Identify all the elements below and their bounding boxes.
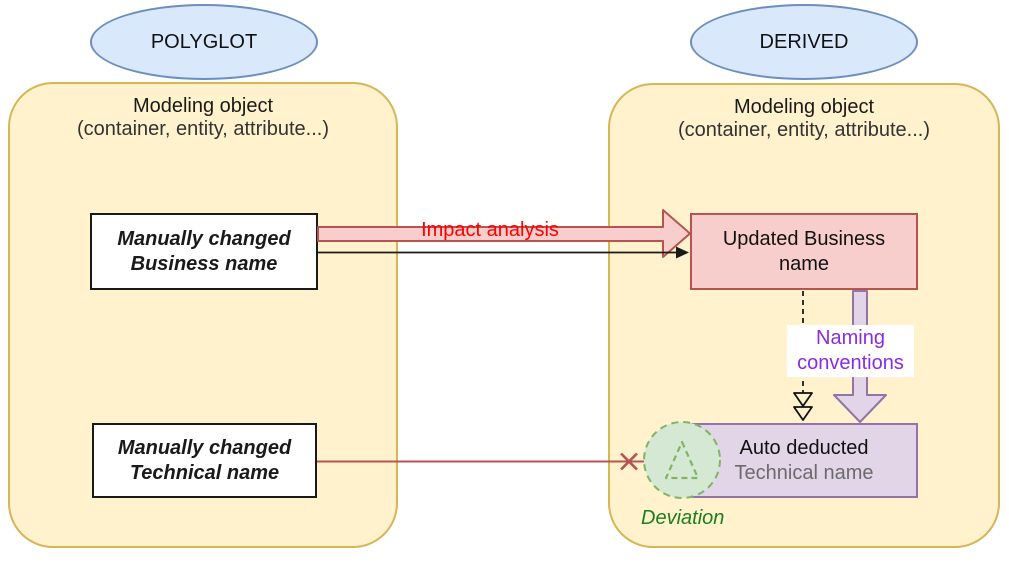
polyglot-container-subtitle: (container, entity, attribute...) xyxy=(77,118,329,140)
node-text-line: Business name xyxy=(130,252,278,275)
polyglot-label: POLYGLOT xyxy=(150,30,258,53)
node-text-line: Manually changed xyxy=(117,227,291,250)
derived-container-title: Modeling object xyxy=(733,96,875,118)
manually-changed-business-name-node: Manually changed Business name xyxy=(90,213,318,290)
node-text-line: name xyxy=(778,252,830,275)
derived-label: DERIVED xyxy=(759,30,849,53)
auto-deducted-technical-name-node: Auto deducted Technical name xyxy=(690,423,918,498)
derived-ellipse: DERIVED xyxy=(690,4,918,80)
deviation-label: Deviation xyxy=(641,507,725,529)
node-text-line: Technical name xyxy=(129,461,280,484)
naming-conventions-label: Naming conventions xyxy=(787,325,914,377)
node-text-line: Manually changed xyxy=(117,436,292,459)
polyglot-container-title: Modeling object xyxy=(132,95,274,117)
node-text-line: Updated Business xyxy=(722,227,886,250)
naming-conventions-line: conventions xyxy=(797,352,904,374)
updated-business-name-node: Updated Business name xyxy=(690,213,918,290)
impact-analysis-label: Impact analysis xyxy=(421,219,559,241)
naming-conventions-line: Naming xyxy=(816,327,885,349)
manually-changed-technical-name-node: Manually changed Technical name xyxy=(92,423,317,498)
polyglot-ellipse: POLYGLOT xyxy=(90,4,318,80)
derived-container-subtitle: (container, entity, attribute...) xyxy=(678,119,930,141)
node-text-line: Technical name xyxy=(734,461,874,484)
node-text-line: Auto deducted xyxy=(739,436,869,459)
